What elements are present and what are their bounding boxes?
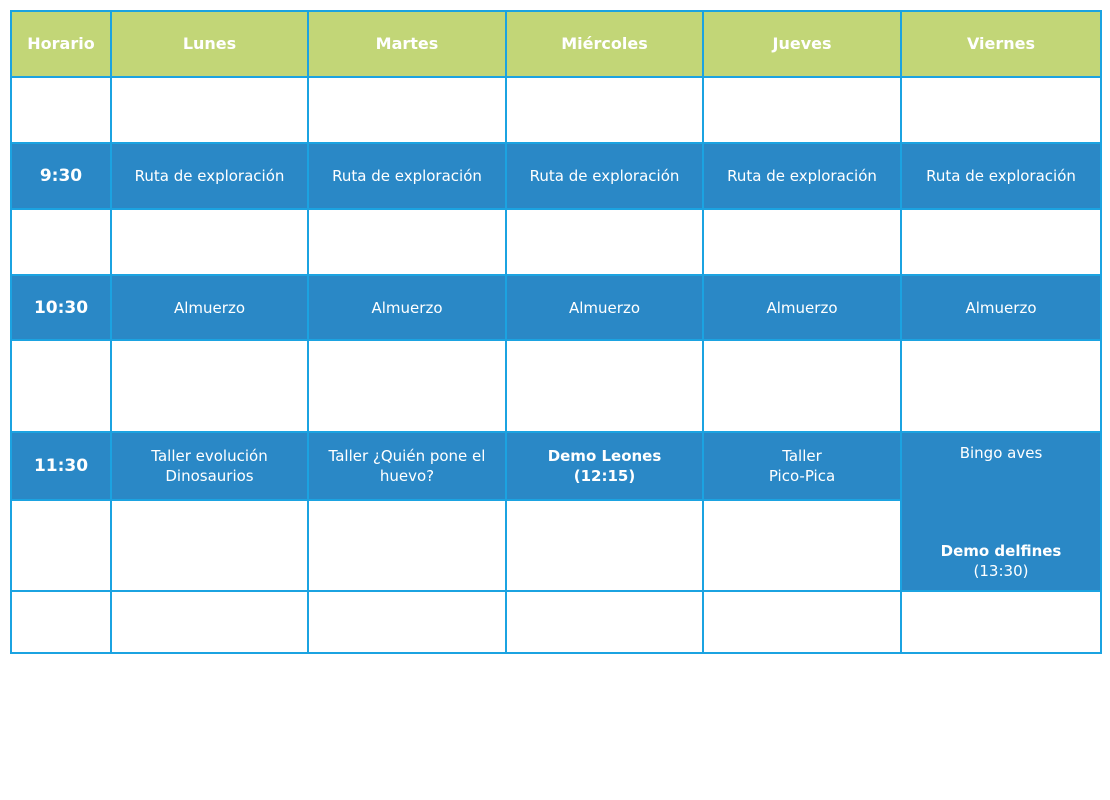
empty-cell <box>110 499 309 592</box>
activity-line: Bingo aves <box>959 444 1043 462</box>
empty-cell <box>702 339 902 433</box>
empty-cell <box>110 339 309 433</box>
empty-cell <box>900 339 1102 433</box>
empty-cell <box>110 208 309 276</box>
activity-block: Demo delfines (13:30) <box>902 541 1100 581</box>
empty-cell <box>702 499 902 592</box>
empty-row <box>10 590 1102 654</box>
activity-cell: Ruta de exploración <box>505 142 704 210</box>
empty-cell <box>702 590 902 654</box>
time-cell: 11:30 <box>10 431 112 501</box>
activity-line: huevo? <box>379 467 435 485</box>
empty-cell <box>900 208 1102 276</box>
empty-cell <box>505 499 704 592</box>
empty-cell <box>505 590 704 654</box>
header-lunes: Lunes <box>110 10 309 78</box>
empty-row <box>10 339 1102 433</box>
slot-row-1030: 10:30 Almuerzo Almuerzo Almuerzo Almuerz… <box>10 274 1102 341</box>
empty-cell <box>505 339 704 433</box>
activity-line: Taller <box>782 447 822 465</box>
activity-cell: Demo Leones (12:15) <box>505 431 704 501</box>
activity-cell: Taller ¿Quién pone el huevo? <box>307 431 507 501</box>
activity-cell: Ruta de exploración <box>900 142 1102 210</box>
activity-cell: Almuerzo <box>110 274 309 341</box>
time-cell: 9:30 <box>10 142 112 210</box>
empty-cell <box>307 339 507 433</box>
empty-cell <box>702 76 902 144</box>
empty-cell <box>307 499 507 592</box>
activity-line: Taller evolución <box>151 447 268 465</box>
activity-line: Taller ¿Quién pone el <box>328 447 486 465</box>
time-cell: 10:30 <box>10 274 112 341</box>
empty-cell <box>10 208 112 276</box>
empty-row <box>10 208 1102 276</box>
empty-row <box>10 499 1101 592</box>
header-horario: Horario <box>10 10 112 78</box>
activity-time: (13:30) <box>973 562 1029 580</box>
empty-row <box>10 76 1102 144</box>
activity-cell: Almuerzo <box>900 274 1102 341</box>
header-miercoles: Miércoles <box>505 10 704 78</box>
header-martes: Martes <box>307 10 507 78</box>
empty-cell <box>702 208 902 276</box>
empty-cell <box>505 208 704 276</box>
header-row: Horario Lunes Martes Miércoles Jueves Vi… <box>10 10 1102 78</box>
empty-cell <box>10 499 112 592</box>
activity-cell: Ruta de exploración <box>110 142 309 210</box>
activity-cell: Ruta de exploración <box>307 142 507 210</box>
weekly-schedule-table: Horario Lunes Martes Miércoles Jueves Vi… <box>10 10 1102 654</box>
empty-cell <box>10 590 112 654</box>
activity-title: Demo delfines <box>940 542 1062 560</box>
activity-cell: Almuerzo <box>307 274 507 341</box>
activity-line: Dinosaurios <box>165 467 254 485</box>
empty-cell <box>10 76 112 144</box>
empty-cell <box>110 76 309 144</box>
empty-cell <box>307 208 507 276</box>
activity-line: Demo Leones <box>547 447 662 465</box>
empty-cell <box>900 590 1102 654</box>
header-viernes: Viernes <box>900 10 1102 78</box>
empty-cell <box>110 590 309 654</box>
empty-cell <box>505 76 704 144</box>
activity-cell-viernes: Bingo aves Demo delfines (13:30) <box>900 431 1102 592</box>
activity-cell: Almuerzo <box>505 274 704 341</box>
empty-cell <box>307 76 507 144</box>
empty-cell <box>307 590 507 654</box>
activity-line: (12:15) <box>573 467 636 485</box>
activity-line: Pico-Pica <box>768 467 836 485</box>
slot-row-930: 9:30 Ruta de exploración Ruta de explora… <box>10 142 1102 210</box>
activity-cell: Ruta de exploración <box>702 142 902 210</box>
activity-cell: Almuerzo <box>702 274 902 341</box>
empty-cell <box>10 339 112 433</box>
header-jueves: Jueves <box>702 10 902 78</box>
empty-cell <box>900 76 1102 144</box>
